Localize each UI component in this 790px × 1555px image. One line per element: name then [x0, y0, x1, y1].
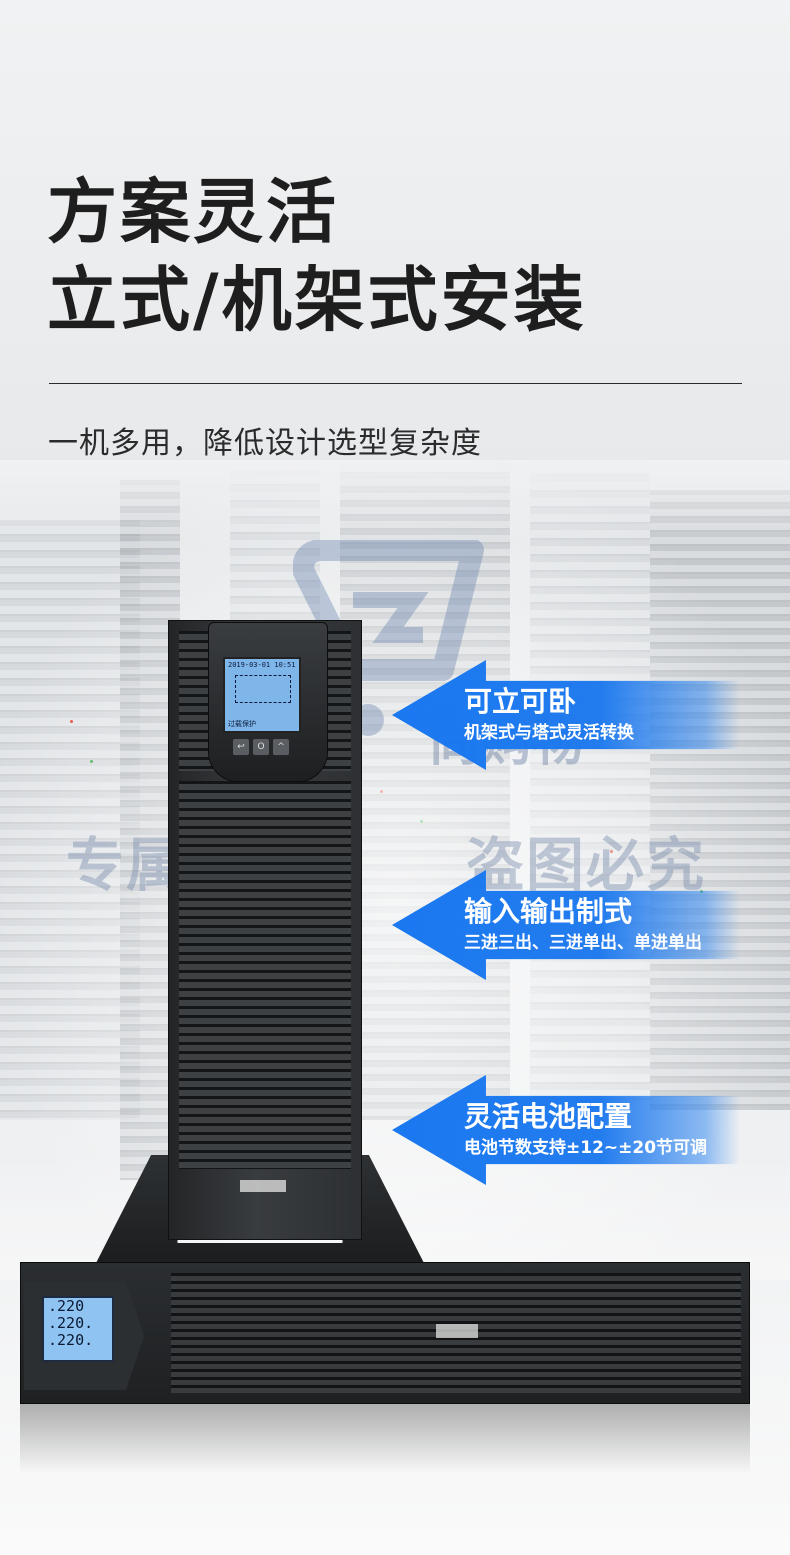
tower-lcd-diagram-icon [235, 675, 291, 703]
feature-callout-orientation: 可立可卧 机架式与塔式灵活转换 [392, 660, 740, 770]
rack-lcd-screen: .220 .220. .220. [42, 1296, 114, 1362]
tower-button-back: ↩ [233, 739, 249, 755]
rack-lcd-line: .220. [48, 1331, 94, 1349]
tower-grille [179, 781, 351, 1169]
tower-button-power: O [253, 739, 269, 755]
page-title-line-1: 方案灵活 [47, 171, 339, 253]
page-title: 方案灵活 立式/机架式安装 [47, 168, 587, 344]
rack-lcd-line: .220 [48, 1297, 85, 1315]
tower-lcd-screen: 2019-03-01 10:51 过载保护 [223, 657, 301, 733]
watermark-right: 盗图必究 [465, 831, 706, 899]
page-title-line-2: 立式/机架式安装 [47, 259, 587, 341]
feature-desc: 机架式与塔式灵活转换 [464, 723, 634, 743]
rack-lcd-line: .220. [48, 1314, 94, 1332]
rack-brand-badge [436, 1324, 478, 1338]
rack-control-panel: .220 .220. .220. [24, 1282, 144, 1390]
tower-control-panel: 2019-03-01 10:51 过载保护 ↩ O ^ [208, 622, 328, 782]
feature-desc: 三进三出、三进单出、单进单出 [464, 933, 702, 953]
feature-callout-io: 输入输出制式 三进三出、三进单出、单进单出 [392, 870, 740, 980]
tower-buttons: ↩ O ^ [233, 739, 289, 755]
floor-reflection [20, 1404, 750, 1474]
feature-title: 可立可卧 [464, 685, 577, 718]
title-divider [49, 383, 742, 384]
tower-lcd-datetime: 2019-03-01 10:51 [228, 661, 296, 669]
feature-title: 输入输出制式 [464, 895, 633, 928]
tower-brand-logo [240, 1180, 286, 1192]
feature-desc: 电池节数支持±12~±20节可调 [464, 1138, 708, 1158]
feature-title: 灵活电池配置 [464, 1100, 633, 1133]
tower-lcd-status: 过载保护 [228, 720, 256, 728]
tower-button-up: ^ [273, 739, 289, 755]
feature-callout-battery: 灵活电池配置 电池节数支持±12~±20节可调 [392, 1075, 740, 1185]
page-subtitle: 一机多用，降低设计选型复杂度 [48, 426, 482, 461]
